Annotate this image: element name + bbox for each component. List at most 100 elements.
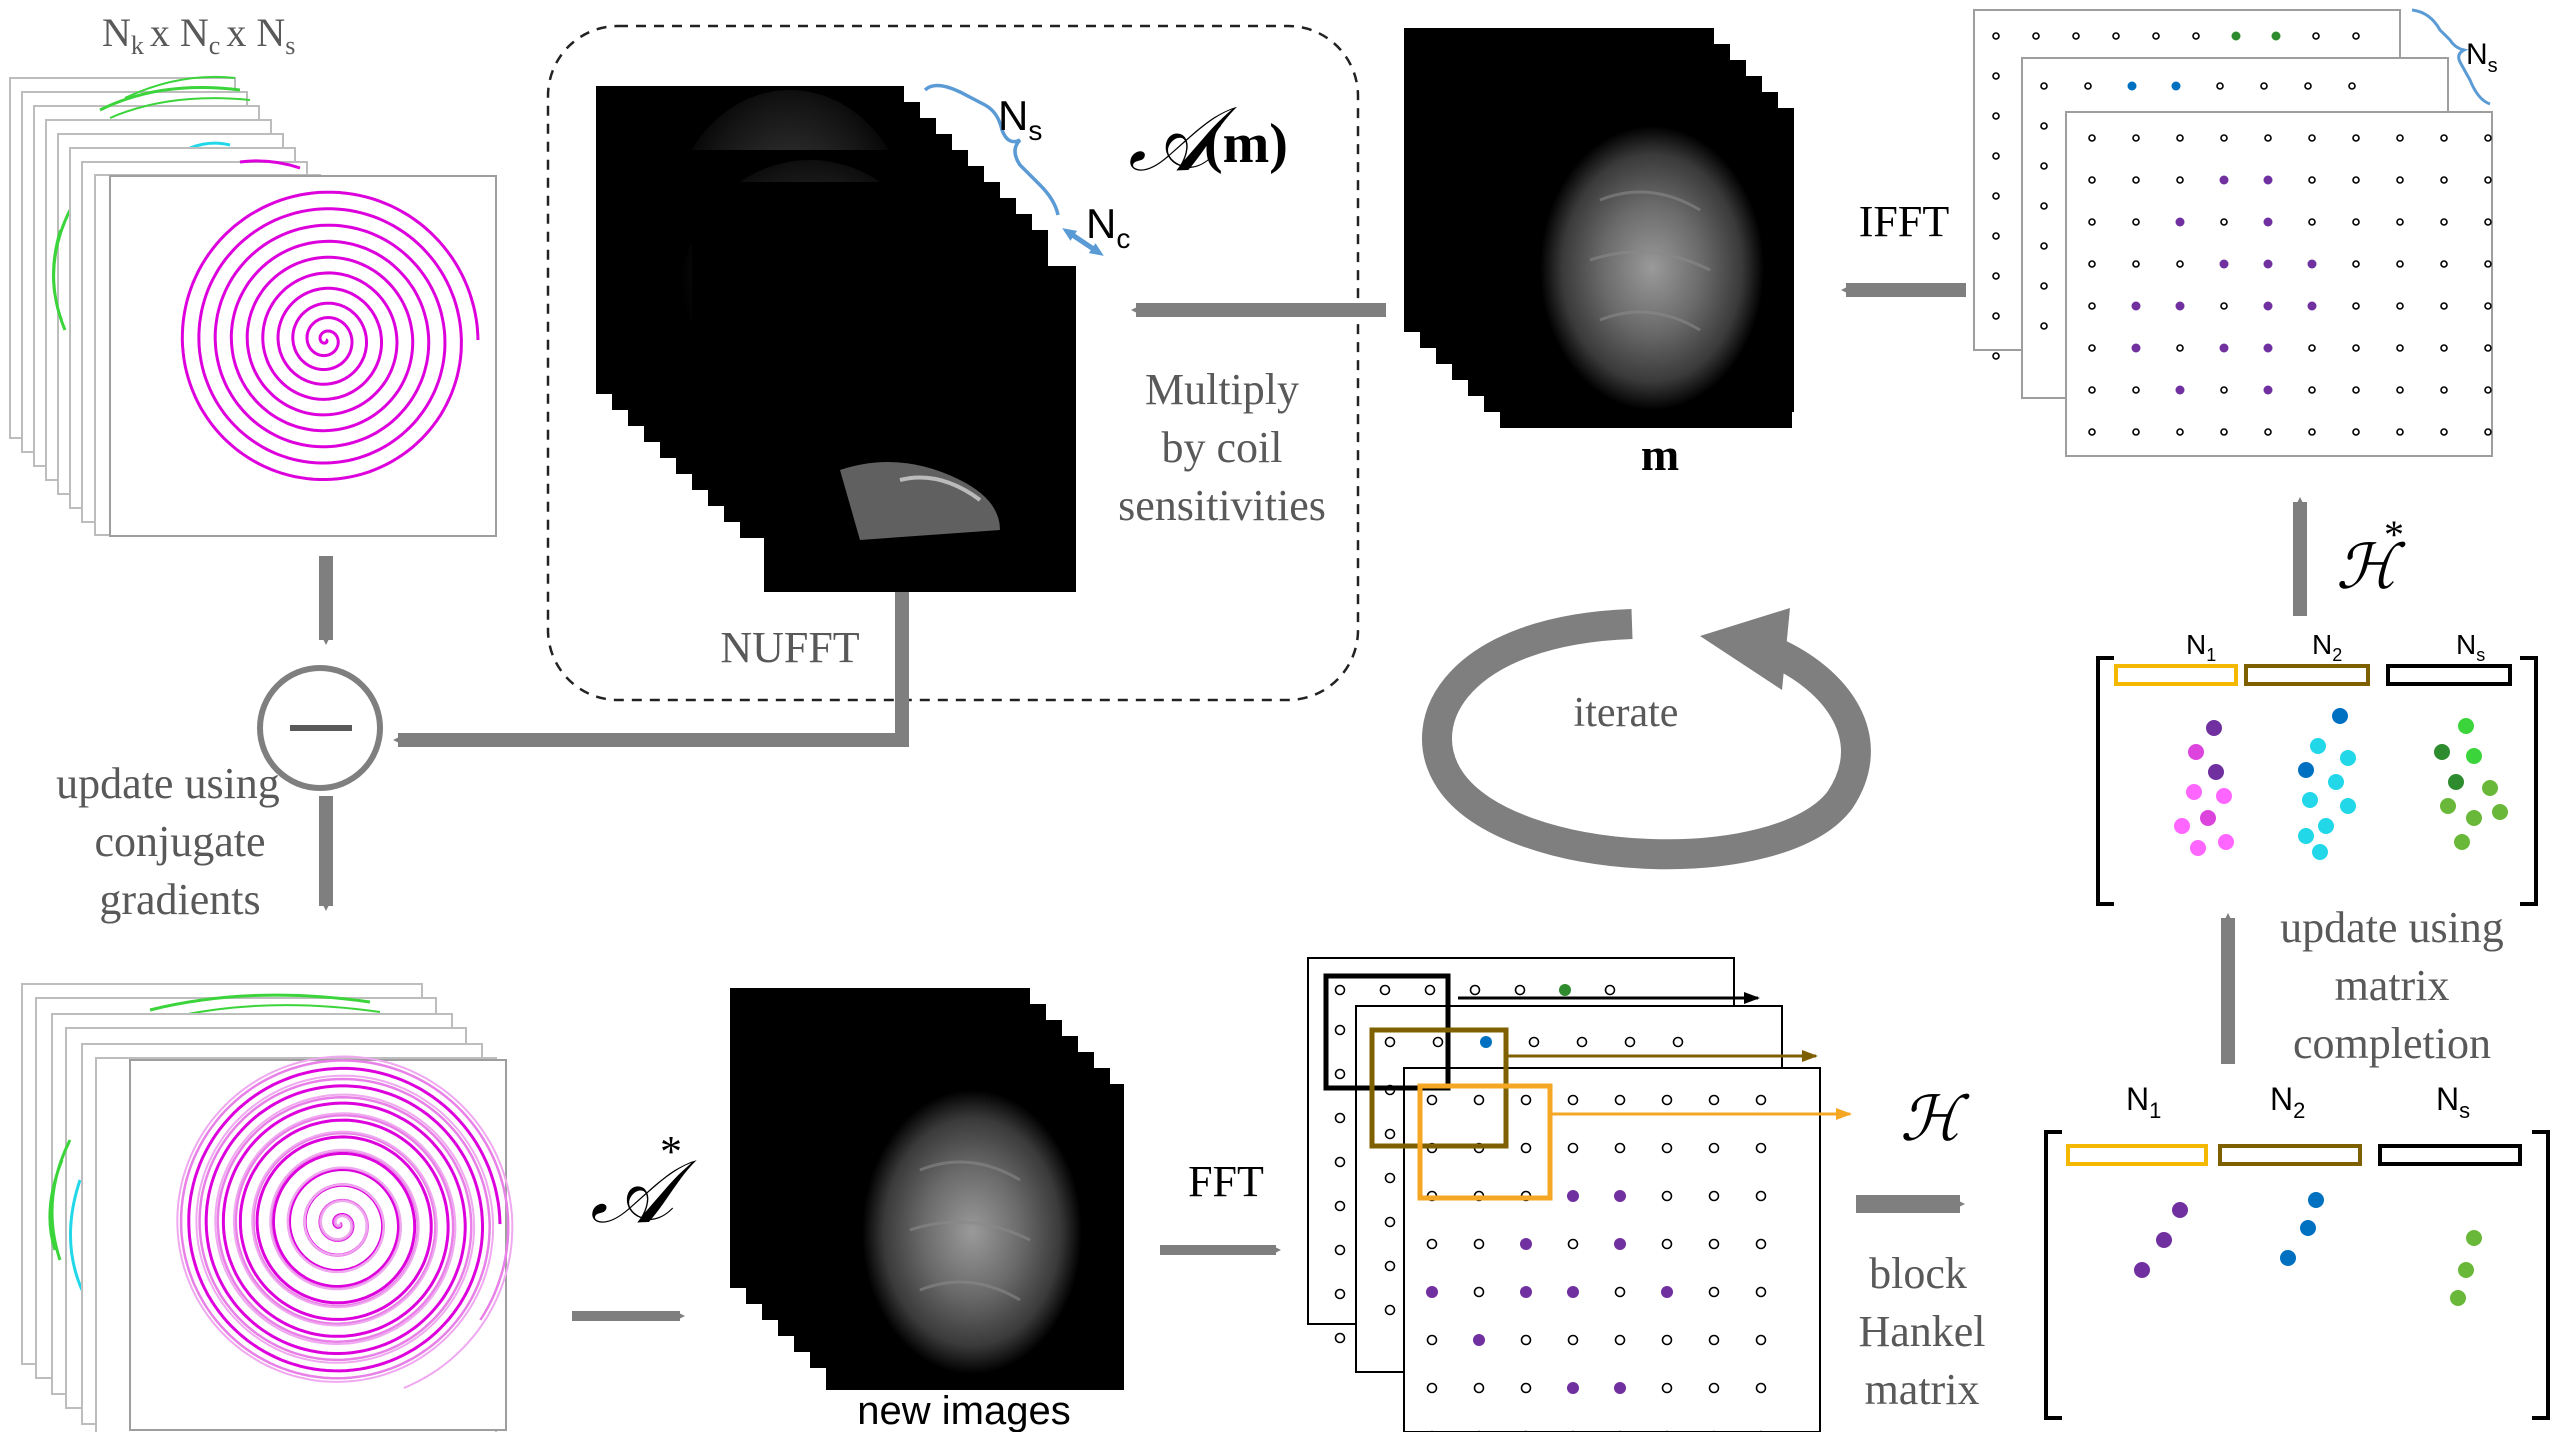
spiral-trajectory-top <box>180 190 480 481</box>
matrix-entry <box>2216 788 2232 804</box>
nufft-label: NUFFT <box>720 623 859 672</box>
hankel-adjoint-label: ℋ <box>2336 534 2406 602</box>
matrix-entry <box>2218 834 2234 850</box>
grid-point <box>2192 32 2200 40</box>
update-cg-label-1: update using <box>56 759 280 808</box>
grid-point <box>2484 344 2492 352</box>
grid-point <box>2396 218 2404 226</box>
matrix-entry <box>2310 738 2326 754</box>
grid-point <box>2040 282 2048 290</box>
grid-point <box>1514 984 1526 996</box>
fft-label: FFT <box>1188 1157 1264 1206</box>
grid-point <box>1661 1142 1673 1154</box>
kspace-grid-stack-top <box>1973 9 2493 457</box>
grid-point <box>2088 134 2096 142</box>
grid-point <box>1708 1286 1720 1298</box>
grid-point <box>2308 428 2316 436</box>
grid-point <box>2352 260 2360 268</box>
grid-point <box>2132 386 2140 394</box>
matrix-entry <box>2302 792 2318 808</box>
matrix-entry <box>2454 834 2470 850</box>
grid-point <box>1426 1238 1438 1250</box>
grid-point <box>2484 386 2492 394</box>
n2-top-label: N2 <box>2312 629 2342 665</box>
grid-point <box>2396 386 2404 394</box>
grid-point <box>2352 134 2360 142</box>
matrix-entry <box>2332 708 2348 724</box>
grid-point <box>1567 1142 1579 1154</box>
matrix-entry <box>2328 774 2344 790</box>
grid-point <box>1473 1382 1485 1394</box>
grid-point <box>2088 428 2096 436</box>
grid-point <box>1520 1382 1532 1394</box>
grid-point <box>2040 322 2048 330</box>
ns-top-label: Ns <box>2466 38 2498 77</box>
m-label: m <box>1641 429 1679 480</box>
grid-point <box>2484 260 2492 268</box>
sample-point <box>2131 343 2141 353</box>
sample-point <box>1567 1190 1579 1202</box>
grid-point <box>1384 1260 1396 1272</box>
grid-point <box>1992 32 2000 40</box>
grid-point <box>2440 344 2448 352</box>
n2-label: N2 <box>2270 1081 2305 1123</box>
ns-top-matrix-label: Ns <box>2456 629 2485 665</box>
grid-point <box>2264 428 2272 436</box>
ifft-label: IFFT <box>1859 197 1950 246</box>
grid-point <box>1992 312 2000 320</box>
spiral-path <box>180 190 480 481</box>
grid-point <box>2396 176 2404 184</box>
iterate-label: iterate <box>1574 690 1679 736</box>
grid-point <box>2040 162 2048 170</box>
matrix-entry <box>2298 828 2314 844</box>
grid-point <box>2352 386 2360 394</box>
grid-point <box>2220 134 2228 142</box>
grid-point <box>2484 428 2492 436</box>
grid-point <box>1614 1334 1626 1346</box>
grid-point <box>2084 82 2092 90</box>
iterate-loop <box>1422 608 1871 870</box>
grid-point <box>2176 344 2184 352</box>
kspace-stack-bottom <box>21 983 514 1437</box>
nc-arrow <box>1062 228 1104 256</box>
spiral-trajectory-bottom <box>176 1055 514 1389</box>
grid-point <box>2132 218 2140 226</box>
grid-point <box>2112 32 2120 40</box>
grid-point <box>2040 82 2048 90</box>
completed-matrix <box>2096 656 2538 906</box>
grid-point <box>1384 1172 1396 1184</box>
new-images-stack <box>730 988 1124 1390</box>
n1-top-label: N1 <box>2186 629 2216 665</box>
grid-point <box>2220 386 2228 394</box>
grid-point <box>2440 260 2448 268</box>
forward-operator-box <box>546 24 1360 702</box>
sample-point <box>2127 81 2137 91</box>
grid-point <box>2220 302 2228 310</box>
grid-point <box>1473 1286 1485 1298</box>
m-image-stack <box>1404 28 1794 428</box>
grid-point <box>2440 386 2448 394</box>
ns-brace-top <box>2411 8 2491 106</box>
grid-point <box>2264 134 2272 142</box>
grid-point <box>1334 1200 1346 1212</box>
sample-point <box>1520 1238 1532 1250</box>
block-hankel-label-2: Hankel <box>1858 1307 1985 1356</box>
grid-point <box>1614 1142 1626 1154</box>
block-hankel-label-3: matrix <box>1865 1365 1980 1414</box>
grid-point <box>1992 192 2000 200</box>
grid-point <box>1334 1112 1346 1124</box>
matrix-entry <box>2458 718 2474 734</box>
matrix-entry <box>2174 818 2190 834</box>
sample-point <box>2263 259 2273 269</box>
grid-point <box>2396 134 2404 142</box>
grid-point <box>1426 1382 1438 1394</box>
grid-point <box>2484 218 2492 226</box>
hankel-grid-back <box>1334 984 1616 1344</box>
kspace-grid-top-front <box>2088 134 2492 436</box>
grid-point <box>2088 260 2096 268</box>
sample-point <box>1614 1382 1626 1394</box>
grid-point <box>2396 302 2404 310</box>
grid-point <box>1708 1334 1720 1346</box>
